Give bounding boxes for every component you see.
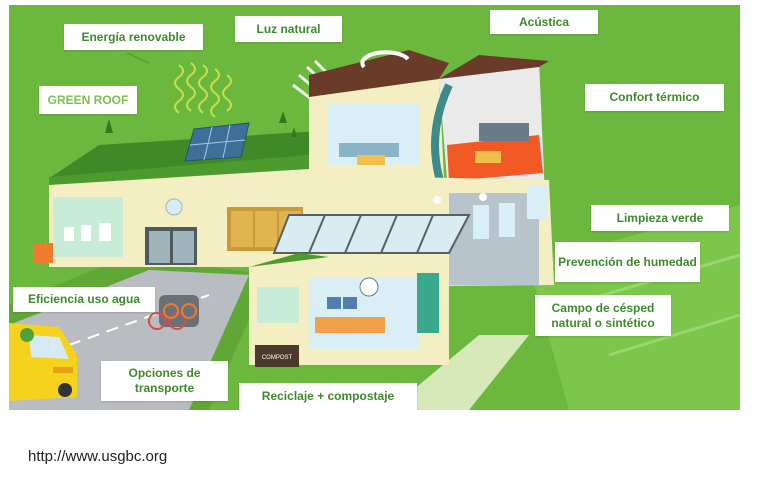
callout-text: Limpieza verde xyxy=(616,210,704,225)
school-bus xyxy=(9,323,77,401)
green-school-illustration: COMPOST Energía renovable Luz natural Ac… xyxy=(9,5,740,410)
callout-transport: Opciones de transporte xyxy=(101,361,228,401)
callout-text: Campo de césped natural o sintético xyxy=(551,300,655,330)
callout-renewable-energy: Energía renovable xyxy=(64,24,203,50)
callout-water-efficiency: Eficiencia uso agua xyxy=(13,287,155,312)
callout-natural-light: Luz natural xyxy=(235,16,342,42)
compost-bin: COMPOST xyxy=(255,345,299,367)
callout-text: Acústica xyxy=(518,14,570,29)
callout-thermal-comfort: Confort térmico xyxy=(585,84,724,111)
callout-recycling: Reciclaje + compostaje xyxy=(239,383,417,410)
callout-text: Reciclaje + compostaje xyxy=(261,389,395,403)
callout-text: Energía renovable xyxy=(81,29,186,44)
callout-acoustics: Acústica xyxy=(490,10,598,34)
callout-sports-field: Campo de césped natural o sintético xyxy=(535,295,671,336)
callout-moisture-prevention: Prevención de humedad xyxy=(555,242,700,282)
water-barrel xyxy=(33,243,53,263)
callout-green-cleaning: Limpieza verde xyxy=(591,205,729,231)
solar-rays xyxy=(174,62,232,118)
callout-green-roof: GREEN ROOF xyxy=(39,86,137,114)
bike-rack xyxy=(148,295,199,330)
callout-text: Prevención de humedad xyxy=(558,254,697,269)
callout-text: Luz natural xyxy=(256,21,321,36)
green-roof xyxy=(51,131,319,177)
callout-text: Eficiencia uso agua xyxy=(27,292,141,306)
solar-panel xyxy=(184,122,250,162)
source-url: http://www.usgbc.org xyxy=(28,448,168,465)
compost-bin-text: COMPOST xyxy=(262,355,293,361)
callout-text: Confort térmico xyxy=(609,90,700,104)
left-wing xyxy=(33,131,319,267)
callout-text: GREEN ROOF xyxy=(47,92,129,107)
callout-text: Opciones de transporte xyxy=(128,366,201,395)
roof xyxy=(309,50,449,97)
glass-canopy xyxy=(272,214,471,254)
cafeteria xyxy=(249,253,449,365)
